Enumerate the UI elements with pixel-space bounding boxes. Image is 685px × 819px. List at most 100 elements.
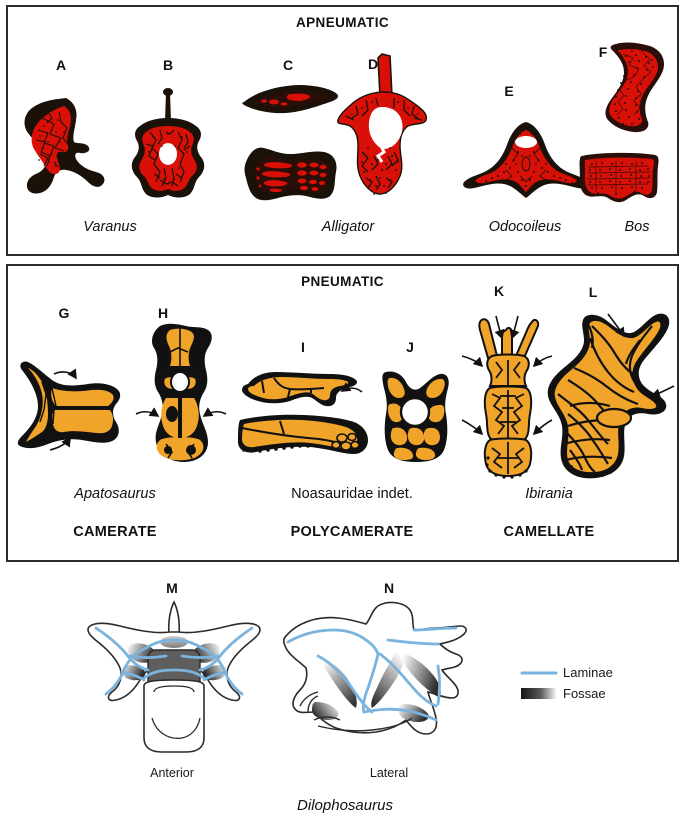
specimen-j-svg bbox=[382, 371, 449, 462]
specimen-m-svg bbox=[87, 600, 261, 753]
specimen-l-ibirania bbox=[540, 310, 676, 482]
specimen-m-neural-spine bbox=[167, 600, 181, 635]
specimen-k-ibirania bbox=[461, 308, 554, 480]
specimen-k-svg bbox=[461, 315, 553, 479]
specimen-d-speckles bbox=[351, 101, 419, 195]
panel-title-apneumatic: APNEUMATIC bbox=[296, 15, 389, 30]
view-label-lateral: Lateral bbox=[369, 766, 409, 780]
category-camellate: CAMELLATE bbox=[503, 524, 595, 540]
panel-title-pneumatic: PNEUMATIC bbox=[301, 274, 384, 289]
specimen-n-svg bbox=[282, 601, 467, 735]
specimen-l-large-camella bbox=[595, 407, 633, 429]
panel-apneumatic: APNEUMATIC bbox=[6, 5, 679, 256]
specimen-h-svg bbox=[135, 323, 227, 462]
specimen-h-apatosaurus bbox=[132, 322, 228, 464]
letter-g: G bbox=[58, 305, 70, 321]
letter-a: A bbox=[55, 57, 67, 73]
specimen-m-centrum-curve bbox=[151, 717, 201, 739]
specimen-n-fossa-right bbox=[403, 654, 441, 698]
specimen-l-fill bbox=[554, 320, 661, 473]
specimen-k-prong-right bbox=[514, 318, 540, 360]
specimen-c-top-fill-3 bbox=[261, 99, 267, 103]
specimen-f-bottom-svg bbox=[579, 152, 659, 203]
specimen-e-speckles bbox=[479, 133, 573, 187]
letter-i: I bbox=[301, 339, 305, 355]
specimen-k-arrow-top-right bbox=[509, 315, 520, 340]
specimen-k-arrow-upper-left bbox=[461, 355, 484, 368]
specimen-c-bottom-alligator bbox=[236, 140, 344, 204]
specimen-e-centrum bbox=[521, 156, 531, 172]
specimen-k-arrow-upper-right bbox=[532, 355, 553, 368]
specimen-g-camera-lower bbox=[52, 410, 114, 434]
specimen-b-speckles bbox=[148, 133, 188, 185]
specimen-k-arrows bbox=[461, 315, 553, 436]
specimen-d-trabeculae bbox=[345, 97, 423, 191]
taxon-varanus: Varanus bbox=[83, 219, 137, 235]
specimen-a-varanus bbox=[14, 96, 114, 200]
letter-l: L bbox=[588, 284, 598, 300]
taxon-apatosaurus: Apatosaurus bbox=[74, 486, 156, 502]
specimen-i-bottom-camellae bbox=[331, 432, 360, 451]
specimen-k-prong-mid bbox=[501, 326, 513, 359]
specimen-n-fossa-lower-left bbox=[312, 702, 339, 720]
letter-d: D bbox=[367, 56, 379, 72]
specimen-n-fossa-left bbox=[321, 658, 357, 708]
legend-label-fossae: Fossae bbox=[563, 686, 606, 701]
letter-j: J bbox=[406, 339, 414, 355]
specimen-e-trabeculae bbox=[505, 147, 547, 183]
specimen-n-internal-3 bbox=[313, 716, 341, 721]
specimen-m-spine-base-fossa bbox=[160, 636, 188, 648]
taxon-noasauridae: Noasauridae indet. bbox=[291, 486, 413, 502]
specimen-j-noasauridae bbox=[378, 368, 452, 464]
specimen-l-dashed-base bbox=[564, 458, 612, 478]
specimen-a-fill bbox=[31, 106, 71, 175]
taxon-bos: Bos bbox=[624, 219, 650, 235]
letter-b: B bbox=[162, 57, 174, 73]
specimen-d-svg bbox=[337, 53, 428, 195]
legend-fossae-swatch bbox=[521, 688, 557, 699]
specimen-n-internal-2 bbox=[307, 695, 319, 713]
specimen-c-top-fill-1 bbox=[286, 93, 311, 101]
specimen-h-laminae bbox=[161, 328, 199, 459]
specimen-c-bottom-svg bbox=[244, 147, 337, 201]
specimen-c-bottom-chambers bbox=[256, 162, 327, 192]
specimen-h-arrow-right bbox=[202, 407, 227, 417]
specimen-b-neural-canal bbox=[159, 143, 177, 165]
legend-line-icon bbox=[520, 671, 558, 675]
specimen-a-trabeculae bbox=[35, 111, 69, 168]
specimen-m-centrum-rim bbox=[153, 685, 195, 693]
specimen-f-top-speckles bbox=[614, 50, 654, 125]
specimen-k-camellae bbox=[491, 360, 525, 474]
specimen-f-bottom-speckles bbox=[589, 162, 650, 195]
letter-f: F bbox=[598, 44, 608, 60]
specimen-f-top-svg bbox=[605, 42, 664, 133]
specimen-e-svg bbox=[463, 122, 589, 198]
specimen-b-svg bbox=[131, 88, 205, 198]
specimen-m-anterior bbox=[82, 600, 268, 760]
specimen-b-varanus bbox=[120, 88, 218, 204]
specimen-n-ventral-curve bbox=[317, 717, 413, 732]
letter-c: C bbox=[282, 57, 294, 73]
specimen-i-top-laminae bbox=[261, 377, 325, 398]
specimen-f-bottom-bos bbox=[576, 150, 662, 206]
specimen-e-neural-canal bbox=[515, 136, 537, 148]
specimen-i-top-arrow-right bbox=[340, 382, 363, 393]
specimen-c-top-fill-4 bbox=[280, 102, 288, 106]
specimen-m-centrum bbox=[143, 679, 205, 753]
letter-h: H bbox=[157, 305, 169, 321]
specimen-a-svg bbox=[24, 98, 105, 194]
taxon-alligator: Alligator bbox=[321, 219, 375, 235]
specimen-k-prong-left bbox=[478, 318, 499, 360]
specimen-k-arrow-lower-right bbox=[532, 419, 553, 436]
view-label-anterior: Anterior bbox=[150, 766, 194, 780]
specimen-d-neural-canal bbox=[368, 107, 403, 149]
taxon-ibirania: Ibirania bbox=[525, 486, 573, 502]
specimen-c-top-svg bbox=[242, 85, 339, 114]
letter-k: K bbox=[493, 283, 505, 299]
specimen-h-arrow-left bbox=[135, 407, 160, 417]
specimen-l-arrows bbox=[607, 313, 675, 399]
specimen-n-lateral bbox=[278, 600, 494, 760]
specimen-d-canal-tail bbox=[375, 143, 386, 163]
letter-m: M bbox=[166, 580, 178, 596]
specimen-h-base bbox=[156, 437, 204, 461]
